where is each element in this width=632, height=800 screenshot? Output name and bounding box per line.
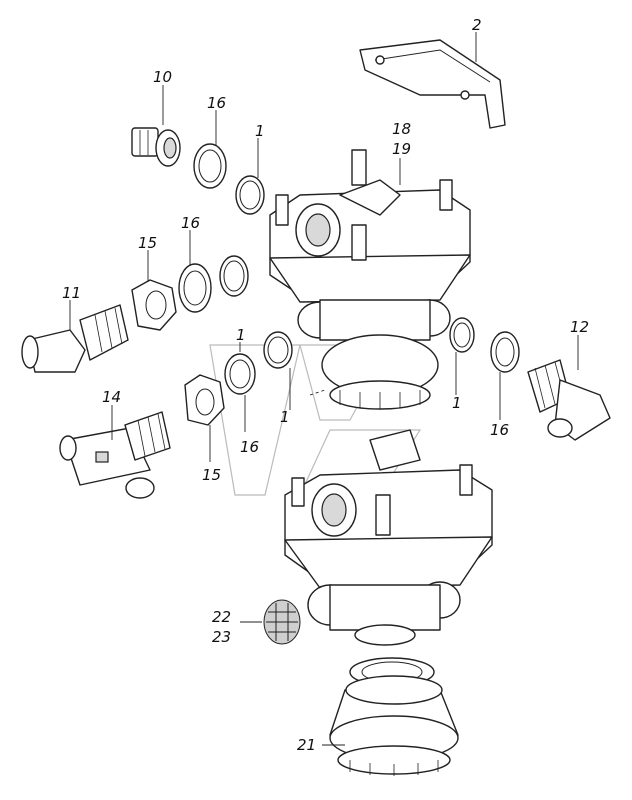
callout-23: 23 (212, 628, 231, 646)
leader-lines (69, 32, 579, 746)
washer-part-16-top (193, 143, 227, 189)
callout-16-right: 16 (490, 421, 509, 439)
elbow-fitting-part-12 (527, 359, 611, 441)
washer-part-16-left (224, 353, 256, 395)
callout-15-top: 15 (138, 234, 157, 252)
callout-16-top: 16 (207, 94, 226, 112)
callout-18: 18 (392, 120, 411, 138)
callout-2: 2 (472, 16, 482, 34)
tee-fitting-part-14 (59, 411, 171, 499)
plug-part-10 (131, 127, 181, 167)
callout-10: 10 (153, 68, 172, 86)
valve-assembly-upper (269, 149, 471, 410)
nut-part-15-left (184, 374, 225, 426)
callout-14: 14 (102, 388, 121, 406)
washer-part-16-mid (178, 263, 212, 313)
bracket-part-2 (359, 39, 506, 129)
filter-mesh-part-22-23 (263, 599, 301, 645)
washer-part-1-left (263, 331, 293, 369)
callout-15-left: 15 (202, 466, 221, 484)
washer-part-1-mid (219, 255, 249, 297)
silencer-part-21 (329, 657, 459, 776)
washer-part-16-right (490, 331, 520, 373)
callout-12: 12 (570, 318, 589, 336)
callout-16-left: 16 (240, 438, 259, 456)
callout-1-top: 1 (255, 122, 265, 140)
callout-labels: 2 10 16 1 18 19 16 15 11 12 1 1 1 14 16 … (62, 16, 589, 754)
callout-11: 11 (62, 284, 81, 302)
valve-assembly-lower (284, 429, 493, 646)
callout-1-right: 1 (452, 394, 462, 412)
callout-16-mid: 16 (181, 214, 200, 232)
callout-1-mid: 1 (236, 326, 246, 344)
elbow-fitting-part-11 (21, 304, 129, 373)
callout-19: 19 (392, 140, 411, 158)
washer-part-1-top (235, 175, 265, 215)
callout-21: 21 (297, 736, 316, 754)
nut-part-15-top (131, 279, 177, 331)
callout-22: 22 (212, 608, 231, 626)
callout-1-left: 1 (280, 408, 290, 426)
washer-part-1-right (449, 317, 475, 353)
